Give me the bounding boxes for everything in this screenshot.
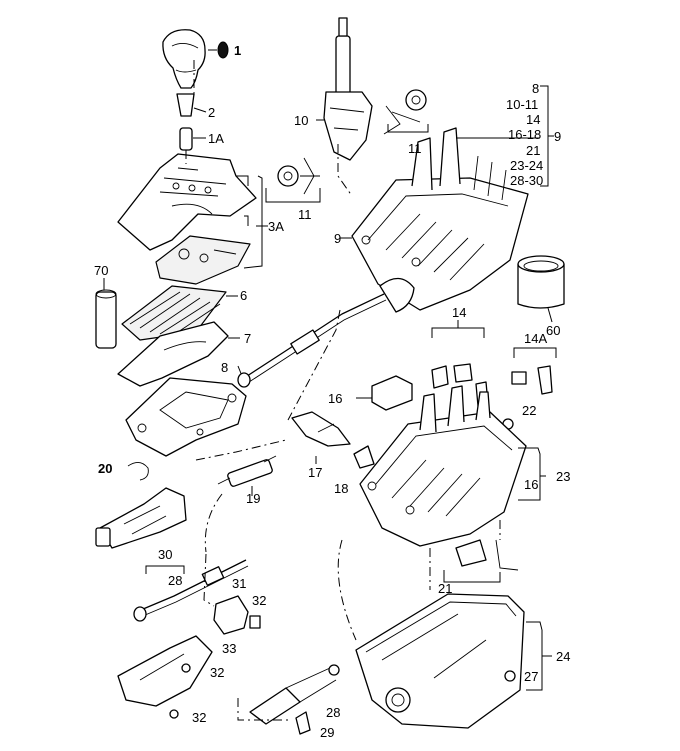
- cable-30: [133, 493, 249, 622]
- switch-contacts-14a: [511, 347, 557, 395]
- callout-1: 1: [234, 43, 242, 58]
- clip-20: [127, 462, 149, 481]
- callout-8-left: 8: [221, 360, 229, 375]
- callout-31: 31: [232, 576, 247, 591]
- detent-gear-right: [383, 89, 427, 135]
- callout-32-a: 32: [252, 593, 267, 608]
- callout-20: 20: [98, 461, 113, 476]
- shift-cable: [237, 277, 415, 388]
- callout-32-b: 32: [210, 665, 225, 680]
- callout-19: 19: [246, 491, 261, 506]
- group-bracket-9: [456, 85, 554, 187]
- filter-sleeve: [517, 255, 565, 323]
- cable-end-28: [237, 664, 340, 725]
- callout-1a: 1A: [208, 131, 224, 146]
- callout-28-left: 28: [168, 573, 183, 588]
- callout-16-right: 16: [524, 477, 539, 492]
- gear-knob: [162, 29, 206, 89]
- callout-14: 14: [452, 305, 467, 320]
- callout-9-group: 9: [554, 129, 562, 144]
- callout-70: 70: [94, 263, 109, 278]
- mounting-block-16: [356, 375, 413, 411]
- upper-housing: [340, 127, 529, 311]
- callout-28-bottom: 28: [326, 705, 341, 720]
- callout-24: 24: [556, 649, 571, 664]
- callout-33: 33: [222, 641, 237, 656]
- mount-bracket-31: [213, 595, 261, 635]
- bracket-11: [265, 124, 429, 203]
- bracket-14: [431, 320, 485, 338]
- shift-housing-base: [125, 377, 247, 457]
- bulb-holder: [95, 278, 117, 349]
- callout-10: 10: [294, 113, 309, 128]
- drain-plug-27: [504, 670, 516, 682]
- callout-30: 30: [158, 547, 173, 562]
- group-label-21: 21: [526, 143, 541, 158]
- callout-14a: 14A: [524, 331, 548, 346]
- callout-60: 60: [546, 323, 561, 338]
- oil-pan: [355, 593, 552, 729]
- selector-lever: [316, 17, 373, 161]
- clip-29: [295, 711, 311, 735]
- group-label-23-24: 23-24: [510, 158, 544, 173]
- gate-bezel: [117, 321, 240, 387]
- callout-3a: 3A: [268, 219, 284, 234]
- callout-9-housing: 9: [334, 231, 342, 246]
- callout-18: 18: [334, 481, 349, 496]
- callout-23: 23: [556, 469, 571, 484]
- callout-21: 21: [438, 581, 453, 596]
- bracket-3a: [236, 175, 268, 269]
- connection-lines: [185, 60, 501, 641]
- knob-cap-icon: [208, 41, 229, 59]
- callout-22: 22: [522, 403, 537, 418]
- bracket-23: [518, 447, 546, 501]
- group-label-8: 8: [532, 81, 540, 96]
- detent-gear-left: [277, 157, 320, 195]
- selector-shaft: [95, 487, 187, 549]
- group-label-10-11: 10-11: [506, 97, 539, 112]
- callout-17: 17: [308, 465, 323, 480]
- clip-18: [353, 445, 375, 469]
- callout-27: 27: [524, 669, 539, 684]
- knob-sleeve: [176, 93, 207, 117]
- switch-21: [443, 539, 519, 583]
- group-label-28-30: 28-30: [510, 173, 544, 188]
- knob-pin: [179, 127, 206, 151]
- callout-7: 7: [244, 331, 252, 346]
- callout-11-right: 11: [408, 141, 422, 156]
- group-label-16-18: 16-18: [508, 127, 542, 142]
- group-label-14: 14: [526, 112, 541, 127]
- callout-6: 6: [240, 288, 248, 303]
- callout-16: 16: [328, 391, 343, 406]
- indicator-plate: [155, 235, 251, 285]
- selector-cover: [117, 153, 257, 251]
- callout-11-left: 11: [298, 207, 312, 222]
- lower-housing: [359, 385, 527, 547]
- callout-29: 29: [320, 725, 335, 740]
- callout-32-c: 32: [192, 710, 207, 725]
- callout-2: 2: [208, 105, 216, 120]
- connector-19: [217, 455, 277, 496]
- lever-17: [291, 411, 351, 464]
- support-bracket-33: [117, 635, 213, 719]
